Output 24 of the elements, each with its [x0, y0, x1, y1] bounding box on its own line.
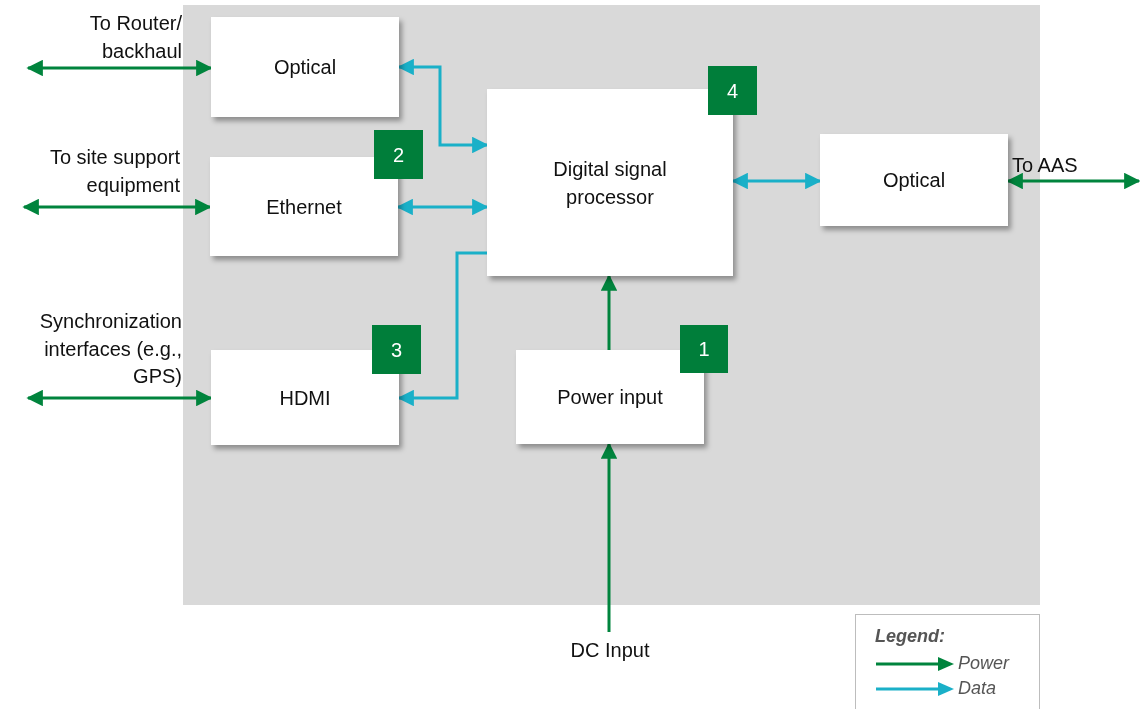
- arrow: [22, 198, 212, 216]
- arrow: [396, 198, 489, 216]
- arrow: [397, 58, 489, 154]
- legend-text: Data: [958, 678, 997, 699]
- number-badge: 2: [374, 130, 423, 179]
- process-box: Optical: [211, 17, 399, 117]
- number-badge: 3: [372, 325, 421, 374]
- legend-title: Legend:: [875, 626, 945, 647]
- number-badge: 4: [708, 66, 757, 115]
- edge-label: To site support equipment: [48, 145, 180, 198]
- edge-label: To Router/ backhaul: [88, 11, 182, 64]
- edge-label: To AAS: [1012, 153, 1079, 178]
- arrow: [600, 442, 618, 632]
- arrow: [26, 59, 213, 77]
- process-box: Optical: [820, 134, 1008, 226]
- arrow: [600, 274, 618, 350]
- arrow: [1006, 172, 1140, 190]
- arrow: [26, 389, 213, 407]
- arrow: [397, 251, 487, 407]
- edge-label: Synchronization interfaces (e.g., GPS): [38, 309, 182, 390]
- number-badge: 1: [680, 325, 728, 373]
- input-label: DC Input: [555, 632, 665, 668]
- arrow: [731, 172, 822, 190]
- legend-text: Power: [958, 653, 1010, 674]
